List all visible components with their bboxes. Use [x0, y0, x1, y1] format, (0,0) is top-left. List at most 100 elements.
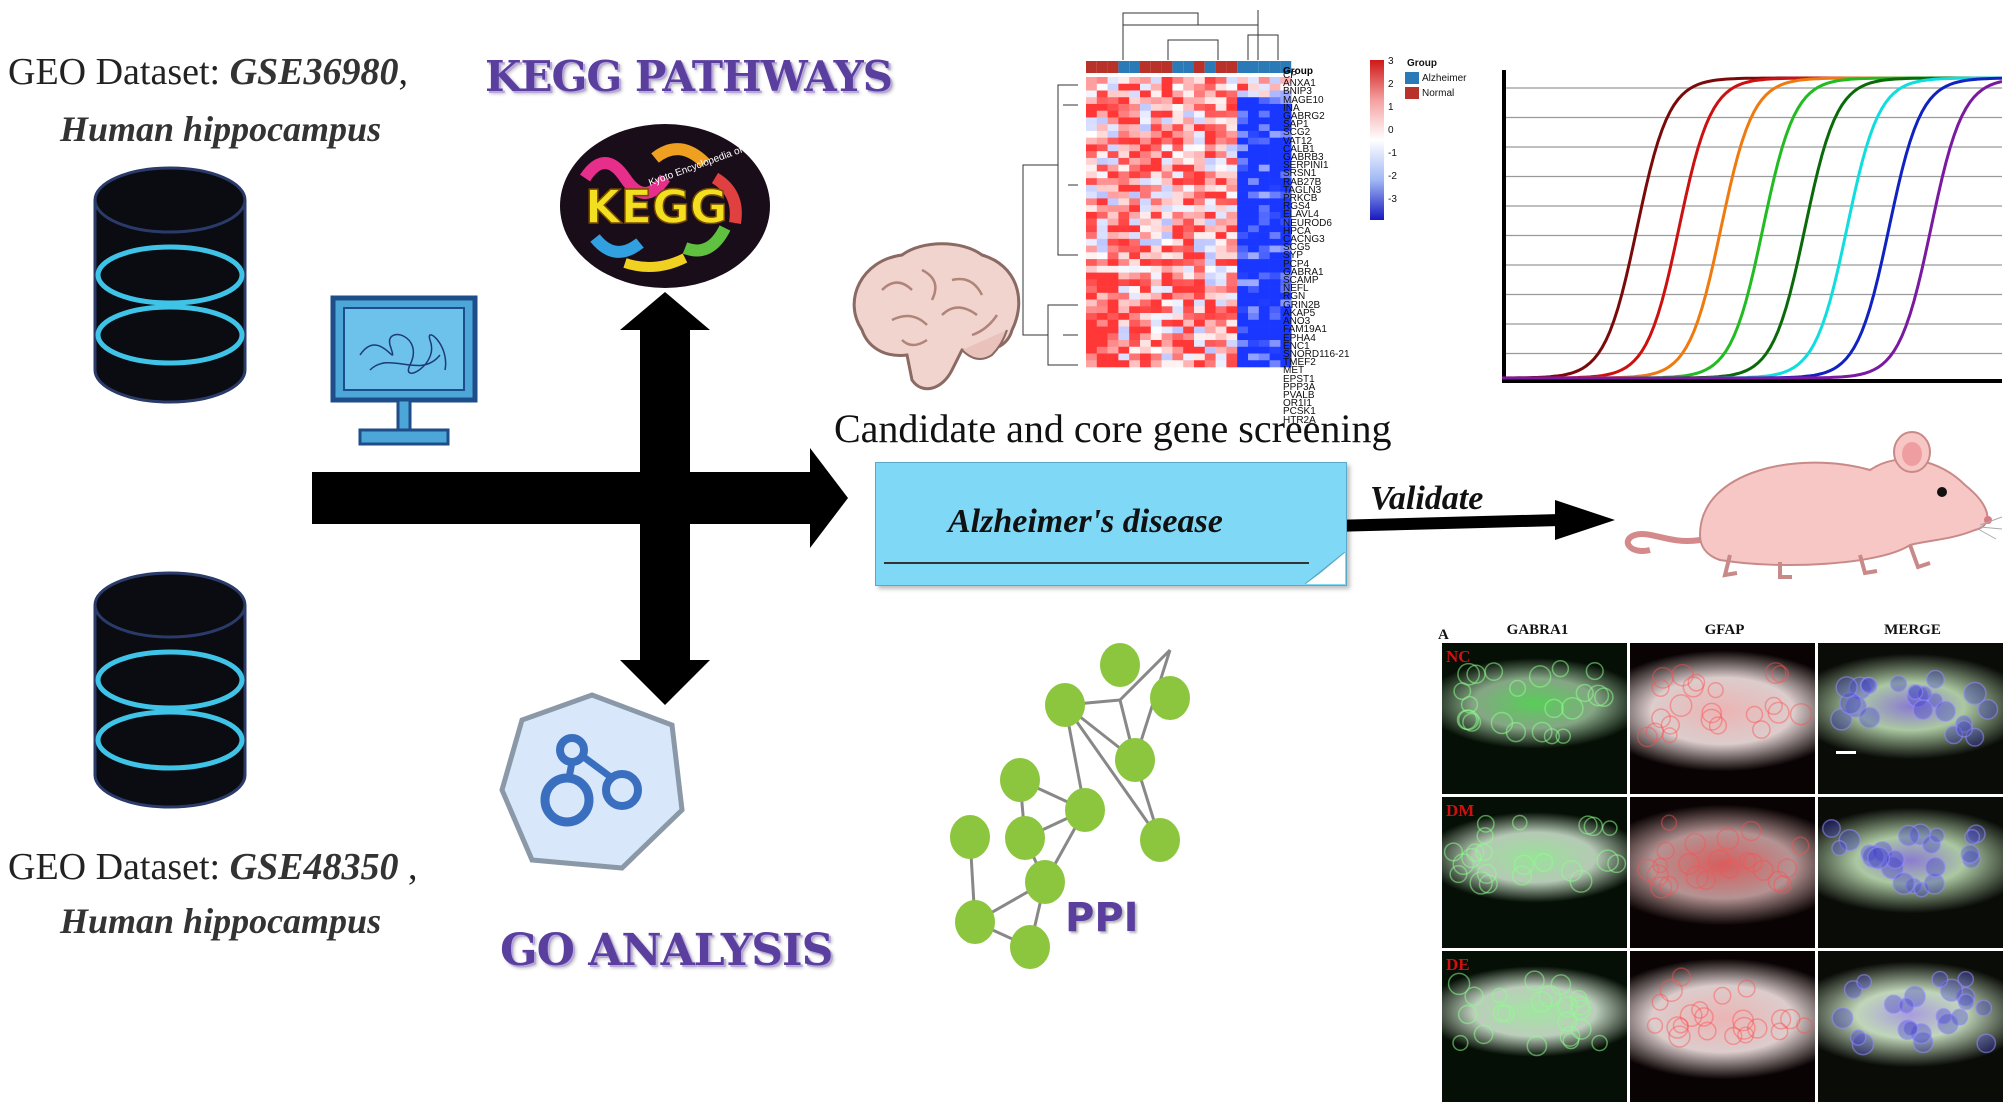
- gene-label: SNORD116-21: [1283, 348, 1350, 360]
- dataset-2-id: GSE48350: [229, 846, 399, 888]
- panel-label: A: [1438, 627, 1449, 643]
- kegg-logo-text: KEGG: [585, 180, 728, 234]
- group-legend: Group Alzheimer Normal: [1405, 58, 1467, 99]
- micrograph-dm-merge: [1818, 797, 2003, 948]
- alzheimers-disease-label: Alzheimer's disease: [948, 503, 1223, 540]
- gene-label: EPHA4: [1283, 332, 1316, 344]
- gene-label: SAP1: [1283, 119, 1309, 131]
- gene-label: ANXA1: [1283, 78, 1316, 90]
- gene-label: NEUROD6: [1283, 217, 1332, 229]
- microscopy-grid: NC DM DE: [1442, 643, 2007, 1106]
- gene-label: ELAVL4: [1283, 209, 1319, 221]
- sigmoid-curves-chart: [1502, 70, 2002, 383]
- go-logo-icon: [499, 692, 685, 871]
- heatmap: Group: [1022, 10, 1313, 368]
- sigmoid-curve: [1502, 76, 2002, 380]
- gene-label: BNIP3: [1283, 86, 1312, 98]
- micrograph-de-gabra1: DE: [1442, 951, 1627, 1102]
- gene-label: VAT12: [1283, 135, 1313, 147]
- gene-label: HPCA: [1283, 225, 1311, 237]
- gene-label: PCP4: [1283, 258, 1310, 270]
- gene-label: FAM19A1: [1283, 324, 1327, 336]
- sigmoid-curve: [1502, 80, 2002, 380]
- dataset-1-id: GSE36980: [229, 51, 399, 93]
- color-scale-ticks: 3 2 1 0 -1 -2 -3: [1388, 56, 1397, 205]
- column-header-merge: MERGE: [1884, 622, 1941, 638]
- folded-corner: [1305, 552, 1346, 585]
- gene-label: EPST1: [1283, 373, 1315, 385]
- gene-label: SCG2: [1283, 127, 1311, 139]
- gene-label: SYP: [1283, 250, 1304, 262]
- sigmoid-curve: [1502, 76, 2002, 380]
- kegg-logo-icon: KEGG Kyoto Encyclopedia of Genes and Gen…: [560, 118, 775, 288]
- dataset-2-label: GEO Dataset: GSE48350 ,: [8, 846, 418, 888]
- row-label-nc: NC: [1446, 647, 1471, 666]
- group-bar: [1086, 61, 1292, 73]
- gene-label: TAGLN3: [1283, 184, 1322, 196]
- micrograph-nc-gfap: [1630, 643, 1815, 794]
- alzheimers-disease-box: Alzheimer's disease: [875, 462, 1347, 586]
- database-icon-2: [93, 571, 247, 809]
- gene-label: GABRG2: [1283, 111, 1325, 123]
- sigmoid-curve: [1502, 76, 2002, 380]
- micrograph-nc-merge: [1818, 643, 2003, 794]
- micrograph-nc-gabra1: NC: [1442, 643, 1627, 794]
- kegg-title: KEGG PATHWAYS: [485, 52, 893, 101]
- gene-label: INA: [1283, 102, 1300, 114]
- gene-label: NEFL: [1283, 283, 1309, 295]
- gene-label: GRIN2B: [1283, 299, 1321, 311]
- column-header-gfap: GFAP: [1704, 622, 1745, 638]
- row-dendrogram: [1022, 84, 1078, 366]
- gene-label: PVALB: [1283, 389, 1315, 401]
- gene-label: SRSN1: [1283, 168, 1317, 180]
- color-scale: [1370, 60, 1384, 220]
- validate-label: Validate: [1370, 480, 1484, 517]
- group-label: Group: [1283, 66, 1313, 77]
- gene-label: SCAMP: [1283, 275, 1319, 287]
- gene-label: PPP3A: [1283, 381, 1316, 393]
- heatmap-cells: [1086, 77, 1292, 368]
- gene-label: MAGE10: [1283, 94, 1324, 106]
- gene-label: CALB1: [1283, 143, 1315, 155]
- row-label-dm: DM: [1446, 801, 1475, 820]
- micrograph-de-merge: [1818, 951, 2003, 1102]
- box-underline: [884, 562, 1309, 564]
- gene-label: PCSK1: [1283, 406, 1316, 418]
- sigmoid-curve: [1502, 76, 2002, 380]
- micrograph-dm-gfap: [1630, 797, 1815, 948]
- gene-label: RAB27B: [1283, 176, 1322, 188]
- gene-label: ENC1: [1283, 340, 1310, 352]
- gene-label: GABRB3: [1283, 152, 1324, 164]
- gene-label: RGN: [1283, 291, 1306, 303]
- row-label-de: DE: [1446, 955, 1470, 974]
- sigmoid-curve: [1502, 76, 2002, 380]
- ppi-network: [950, 643, 1190, 969]
- computer-icon: [330, 295, 478, 446]
- brain-icon: [852, 242, 1021, 391]
- dataset-1-label: GEO Dataset: GSE36980,: [8, 51, 409, 93]
- gene-label: CP: [1283, 70, 1297, 81]
- gene-label: HTR2A: [1283, 414, 1316, 426]
- gene-label: PRKCB: [1283, 193, 1318, 205]
- gene-label: TMEF2: [1283, 357, 1316, 369]
- gene-label: GABRA1: [1283, 266, 1324, 278]
- mouse-icon: [1624, 431, 2003, 579]
- screening-label: Candidate and core gene screening: [834, 406, 1392, 451]
- gene-label: SERPINI1: [1283, 160, 1329, 172]
- scale-bar: [1836, 751, 1856, 754]
- gene-label: MET: [1283, 365, 1305, 377]
- column-dendrogram: [1122, 10, 1279, 60]
- gene-label: AKAP5: [1283, 307, 1316, 319]
- sigmoid-curve: [1502, 76, 2002, 380]
- micrograph-dm-gabra1: DM: [1442, 797, 1627, 948]
- column-header-gabra1: GABRA1: [1506, 622, 1569, 638]
- dataset-2-tissue: Human hippocampus: [60, 901, 382, 941]
- gene-label: ANO3: [1283, 316, 1311, 328]
- ppi-label: PPI: [1065, 895, 1139, 941]
- gene-label: RGS4: [1283, 201, 1311, 213]
- gene-label: OR1I1: [1283, 398, 1312, 410]
- dataset-1-tissue: Human hippocampus: [60, 109, 382, 149]
- sigmoid-curve: [1502, 76, 2002, 380]
- database-icon-1: [93, 166, 247, 404]
